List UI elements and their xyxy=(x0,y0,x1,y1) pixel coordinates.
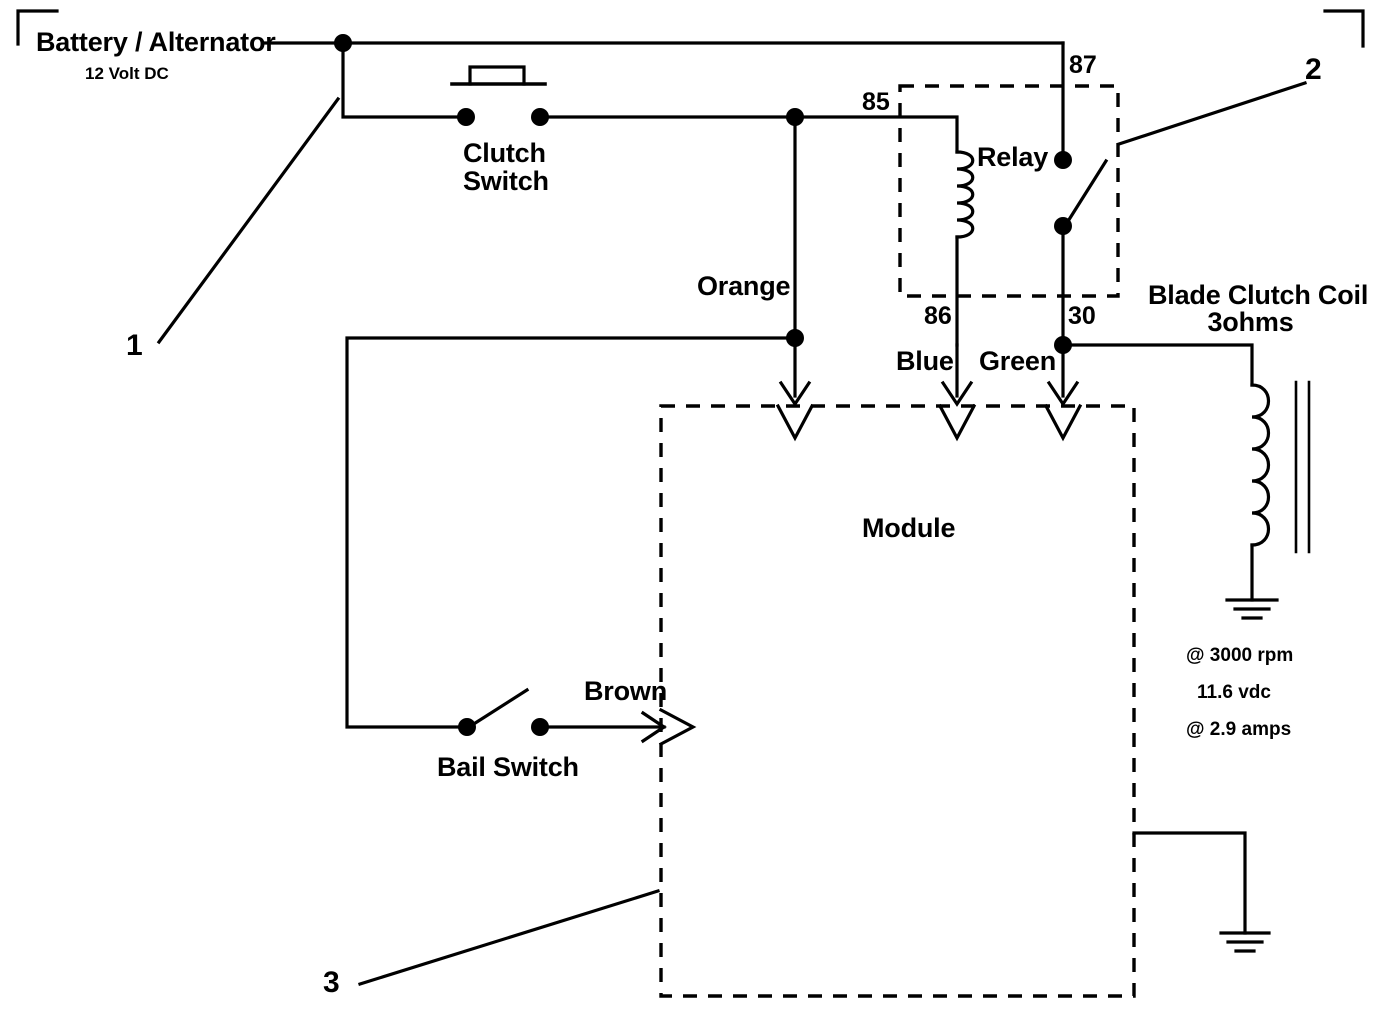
blade-clutch-coil-symbol xyxy=(1250,383,1270,602)
relay-label: Relay xyxy=(977,142,1049,172)
orange-input-chevron xyxy=(775,403,815,442)
bail-switch-feed-wire xyxy=(345,336,797,729)
blade-clutch-coil-label-line2: 3ohms xyxy=(1207,307,1294,337)
clutch-switch-label-line2: Switch xyxy=(463,166,549,196)
relay-coil-symbol xyxy=(955,150,975,347)
terminal-30-junction-dot xyxy=(1054,336,1072,354)
battery-branch-to-clutch-switch xyxy=(341,41,468,119)
coil-core-bars xyxy=(1294,380,1311,554)
green-input-chevron xyxy=(1043,403,1083,442)
terminal-30-label: 30 xyxy=(1068,302,1096,330)
module-input-connectors xyxy=(640,380,1083,747)
terminal-87-contact-dot xyxy=(1054,151,1072,169)
clutch-switch-symbol xyxy=(450,65,547,86)
corner-bracket-top-right xyxy=(1323,9,1365,48)
callout-2: 2 xyxy=(1305,53,1322,86)
coil-spec-rpm: @ 3000 rpm xyxy=(1186,645,1294,666)
callout-3: 3 xyxy=(323,966,340,999)
module-label: Module xyxy=(862,513,956,543)
relay-enclosure xyxy=(898,84,1120,298)
orange-bottom-junction-dot xyxy=(786,329,804,347)
coil-ground-symbol xyxy=(1225,598,1279,620)
junction-dots xyxy=(334,34,1072,736)
battery-label: Battery / Alternator xyxy=(36,27,276,57)
relay-contact-arm xyxy=(1062,158,1109,229)
blade-clutch-coil-feed-wire xyxy=(1061,343,1254,387)
terminal-86-label: 86 xyxy=(924,302,952,330)
orange-top-junction-dot xyxy=(786,108,804,126)
blue-input-arrowhead xyxy=(940,380,974,407)
callout-1: 1 xyxy=(126,329,143,362)
bail-switch-left-dot xyxy=(458,718,476,736)
battery-voltage-label: 12 Volt DC xyxy=(85,64,169,83)
terminal-30-contact-dot xyxy=(1054,217,1072,235)
blue-wire-label: Blue xyxy=(896,346,954,376)
brown-input-arrowhead xyxy=(640,710,667,744)
coil-spec-voltage: 11.6 vdc xyxy=(1197,682,1271,703)
bail-switch-right-dot xyxy=(531,718,549,736)
terminal-87-label: 87 xyxy=(1069,51,1097,79)
corner-bracket-top-left xyxy=(16,9,59,46)
callout-leader-2 xyxy=(1116,80,1308,147)
coil-spec-current: @ 2.9 amps xyxy=(1186,719,1292,740)
terminal-85-wire xyxy=(793,115,959,154)
module-enclosure xyxy=(659,404,1136,998)
module-ground-symbol xyxy=(1219,931,1271,953)
terminal-85-label: 85 xyxy=(862,88,890,116)
module-ground-wire xyxy=(1132,831,1247,935)
blue-input-chevron xyxy=(937,403,977,442)
clutch-switch-label-line1: Clutch xyxy=(463,138,546,168)
bail-switch-label: Bail Switch xyxy=(437,752,579,782)
callout-leader-3 xyxy=(357,888,661,987)
brown-wire-label: Brown xyxy=(584,676,667,706)
green-wire-label: Green xyxy=(979,346,1057,376)
battery-junction-dot xyxy=(334,34,352,52)
callout-leader-1 xyxy=(156,96,341,345)
orange-input-arrowhead xyxy=(778,380,812,407)
orange-wire-label: Orange xyxy=(697,271,791,301)
clutch-switch-right-dot xyxy=(531,108,549,126)
brown-input-chevron xyxy=(658,707,697,747)
blade-clutch-coil-label-line1: Blade Clutch Coil xyxy=(1148,280,1369,310)
clutch-switch-left-dot xyxy=(457,108,475,126)
green-input-arrowhead xyxy=(1046,380,1080,407)
bail-switch-contact-arm xyxy=(466,687,530,730)
